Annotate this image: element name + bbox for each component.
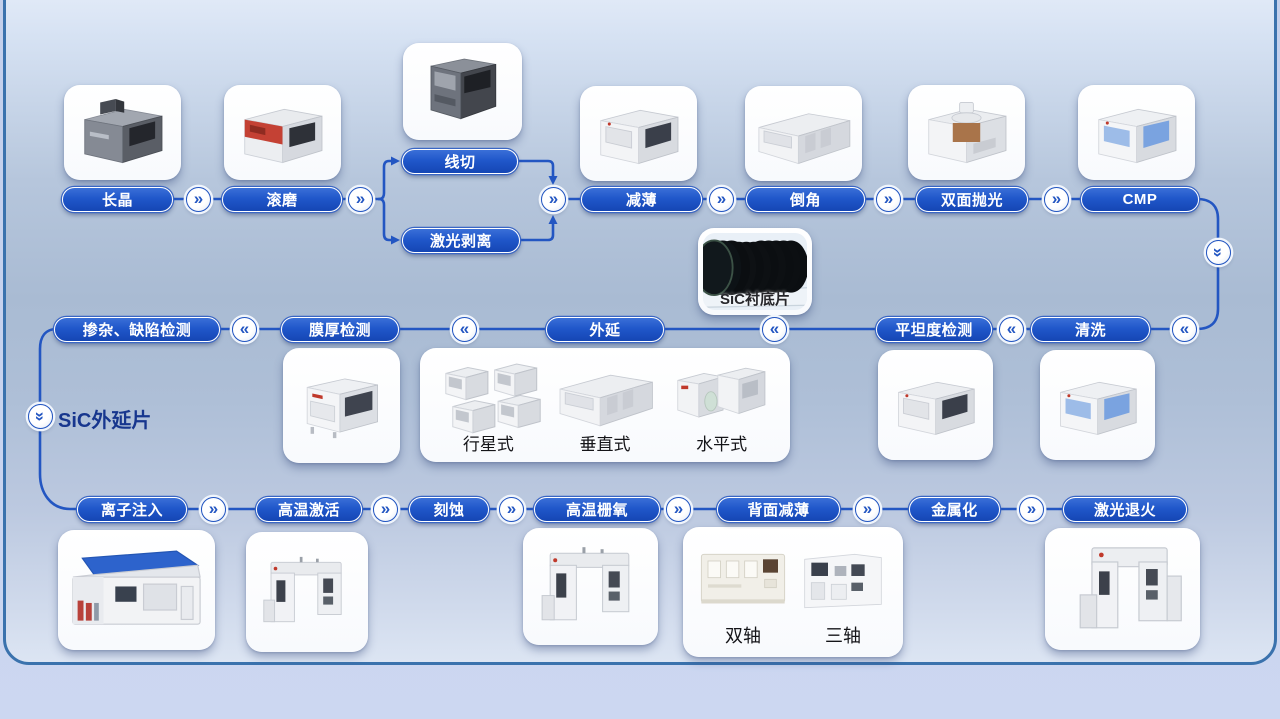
chevron-right-icon — [201, 497, 226, 522]
planetary-type-label: 行星式 — [462, 435, 514, 455]
arrow-merge-up — [548, 215, 558, 224]
step-pill-doping-defect-inspection: 掺杂、缺陷检测 — [54, 317, 220, 342]
arrow-to-laser-liftoff — [391, 235, 400, 245]
step-pill-film-thickness-inspection: 膜厚检测 — [281, 317, 399, 342]
chevron-left-icon — [999, 317, 1024, 342]
flatness-inspection-machine-card — [878, 350, 993, 460]
chevron-right-icon — [855, 497, 880, 522]
planetary-epitaxy-machine-image — [430, 356, 547, 434]
cleaning-machine-image — [1047, 357, 1148, 453]
chevron-right-icon — [499, 497, 524, 522]
ion-implantation-machine-card — [58, 530, 215, 650]
wire-cutting-machine-image — [410, 50, 515, 133]
backside-dual-axis-cell: 双轴 — [693, 535, 793, 653]
epitaxy-vertical-cell: 垂直式 — [547, 356, 664, 458]
chevron-right-icon — [348, 187, 373, 212]
sic-substrate-label: SiC衬底片 — [719, 291, 790, 308]
chevron-right-icon — [666, 497, 691, 522]
backside-thinning-machines-card: 双轴 三轴 — [683, 527, 903, 657]
backside-triple-axis-cell: 三轴 — [793, 535, 893, 653]
barrel-grinding-machine-card — [224, 85, 341, 180]
right-return-curve — [1148, 197, 1220, 331]
crystal-growth-machine-image — [71, 92, 174, 173]
laser-annealing-machine-card — [1045, 528, 1200, 650]
flatness-inspection-machine-image — [885, 357, 986, 453]
step-pill-high-temp-gate-oxide: 高温栅氧 — [534, 497, 660, 522]
chevron-down-icon — [28, 404, 53, 429]
left-descend-curve — [38, 327, 80, 511]
horizontal-epitaxy-machine-image — [663, 356, 780, 434]
film-thickness-inspection-machine-card — [283, 348, 400, 463]
step-pill-cmp: CMP — [1081, 187, 1199, 212]
cmp-machine-card — [1078, 85, 1195, 180]
epitaxy-horizontal-cell: 水平式 — [663, 356, 780, 458]
step-pill-thinning: 减薄 — [581, 187, 702, 212]
step-pill-double-side-polish: 双面抛光 — [916, 187, 1028, 212]
cmp-machine-image — [1085, 92, 1188, 173]
cleaning-machine-card — [1040, 350, 1155, 460]
step-pill-crystal-growth: 长晶 — [62, 187, 173, 212]
barrel-grinding-machine-image — [231, 92, 334, 173]
step-pill-epitaxy: 外延 — [546, 317, 664, 342]
edge-chamfer-machine-card — [745, 86, 862, 181]
step-pill-wire-cutting: 线切 — [402, 149, 518, 174]
step-pill-high-temp-activation: 高温激活 — [256, 497, 362, 522]
step-pill-flatness-inspection: 平坦度检测 — [876, 317, 992, 342]
step-pill-etching: 刻蚀 — [409, 497, 489, 522]
step-pill-cleaning: 清洗 — [1031, 317, 1150, 342]
triple-axis-machine-image — [793, 535, 893, 625]
chevron-right-icon — [541, 187, 566, 212]
ion-implantation-machine-image — [65, 537, 208, 643]
double-side-polish-machine-card — [908, 85, 1025, 180]
chevron-down-icon — [1206, 240, 1231, 265]
step-pill-ion-implantation: 离子注入 — [77, 497, 187, 522]
chevron-left-icon — [762, 317, 787, 342]
high-temp-gate-oxide-machine-image — [530, 535, 651, 638]
chevron-right-icon — [373, 497, 398, 522]
laser-annealing-machine-image — [1052, 535, 1193, 643]
wire-cutting-machine-card — [403, 43, 522, 140]
dual-axis-label: 双轴 — [725, 626, 761, 647]
high-temp-activation-machine-image — [253, 539, 361, 645]
vertical-epitaxy-machine-image — [547, 356, 664, 434]
film-thickness-inspection-machine-image — [290, 355, 393, 456]
step-pill-backside-thinning: 背面减薄 — [717, 497, 840, 522]
edge-chamfer-machine-image — [752, 93, 855, 174]
chevron-left-icon — [1172, 317, 1197, 342]
double-side-polish-machine-image — [915, 92, 1018, 173]
crystal-growth-machine-card — [64, 85, 181, 180]
step-pill-edge-chamfer: 倒角 — [746, 187, 865, 212]
high-temp-gate-oxide-machine-card — [523, 528, 658, 645]
step-pill-barrel-grinding: 滚磨 — [222, 187, 342, 212]
sic-substrate-photo — [703, 233, 807, 310]
chevron-right-icon — [1019, 497, 1044, 522]
step-pill-laser-liftoff: 激光剥离 — [402, 228, 520, 253]
triple-axis-label: 三轴 — [825, 626, 861, 647]
arrow-to-wire-cutting — [391, 156, 400, 166]
chevron-right-icon — [1044, 187, 1069, 212]
arrow-merge-down — [548, 176, 558, 185]
chevron-right-icon — [876, 187, 901, 212]
arrowheads — [391, 156, 558, 245]
dual-axis-machine-image — [693, 535, 793, 625]
step-pill-laser-annealing: 激光退火 — [1063, 497, 1187, 522]
step-pill-metallization: 金属化 — [909, 497, 1000, 522]
thinning-machine-card — [580, 86, 697, 181]
chevron-right-icon — [709, 187, 734, 212]
horizontal-type-label: 水平式 — [696, 435, 748, 455]
chevron-left-icon — [452, 317, 477, 342]
chevron-left-icon — [232, 317, 257, 342]
epitaxy-planetary-cell: 行星式 — [430, 356, 547, 458]
sic-substrate-card: SiC衬底片 — [698, 228, 812, 315]
vertical-type-label: 垂直式 — [579, 435, 631, 455]
chevron-right-icon — [186, 187, 211, 212]
sic-epitaxial-wafer-label: SiC外延片 — [58, 410, 152, 432]
epitaxy-machines-card: 行星式 垂直式 水平式 — [420, 348, 790, 462]
high-temp-activation-machine-card — [246, 532, 368, 652]
thinning-machine-image — [587, 93, 690, 174]
